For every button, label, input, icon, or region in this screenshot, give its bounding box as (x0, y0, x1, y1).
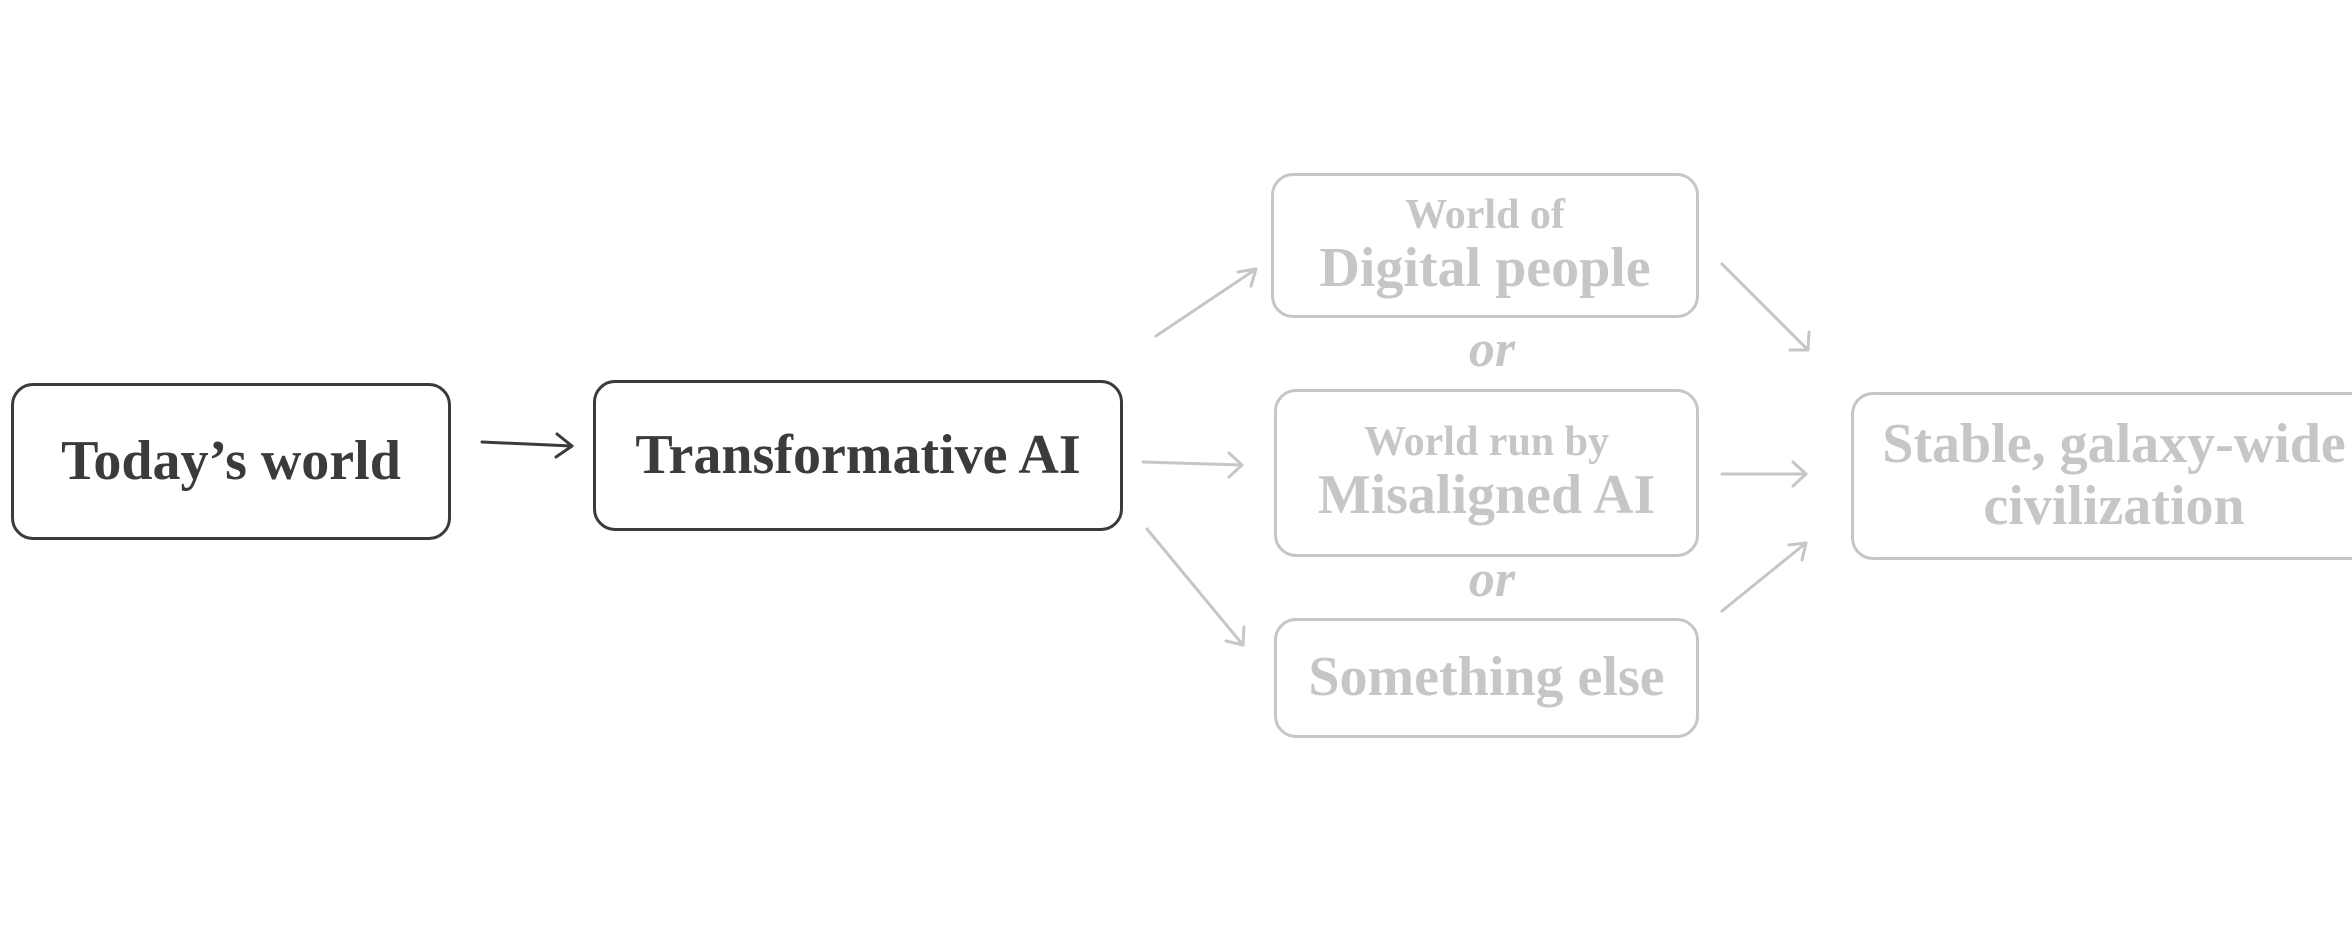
or-connector-1: or (1468, 321, 1516, 378)
arrow-today-to-transformative (480, 432, 574, 459)
or-connector-2: or (1468, 551, 1516, 608)
node-misaligned-ai: World run by Misaligned AI (1274, 389, 1699, 557)
node-something-else-label: Something else (1308, 646, 1665, 709)
node-misaligned-ai-label: Misaligned AI (1317, 464, 1656, 527)
node-digital-people-prefix: World of (1405, 191, 1565, 238)
arrow-transformative-to-digital (1154, 267, 1258, 338)
node-misaligned-ai-prefix: World run by (1363, 419, 1610, 466)
node-transformative-ai: Transformative AI (593, 380, 1123, 531)
node-digital-people-label: Digital people (1319, 236, 1651, 299)
node-something-else: Something else (1274, 618, 1699, 738)
arrow-transformative-to-misaligned (1141, 451, 1244, 479)
arrow-transformative-to-something-else (1145, 527, 1246, 647)
node-stable-civilization-line2: civilization (1983, 475, 2245, 537)
node-stable-civilization-line1: Stable, galaxy-wide (1882, 413, 2346, 476)
node-stable-civilization: Stable, galaxy-wide civilization (1851, 392, 2352, 560)
node-todays-world-label: Today’s world (61, 429, 401, 492)
node-transformative-ai-label: Transformative AI (635, 423, 1081, 486)
arrow-misaligned-to-stable (1720, 460, 1808, 488)
node-digital-people: World of Digital people (1271, 173, 1699, 318)
node-todays-world: Today’s world (11, 383, 451, 540)
arrow-digital-to-stable (1720, 262, 1811, 352)
arrow-something-else-to-stable (1720, 541, 1808, 613)
